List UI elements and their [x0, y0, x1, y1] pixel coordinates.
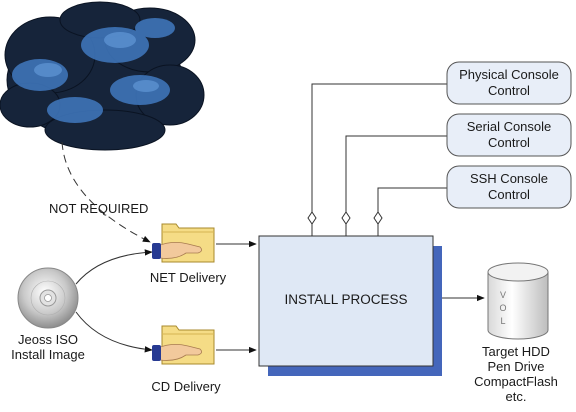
ssh-console-line1: SSH Console — [470, 171, 548, 186]
target-line-etc: etc. — [506, 389, 527, 404]
net-delivery-label: NET Delivery — [150, 270, 227, 285]
hdd-vol-label: V O L — [499, 290, 506, 326]
ssh-console-line2: Control — [488, 187, 530, 202]
physical-console-line2: Control — [488, 83, 530, 98]
physical-console-box — [446, 61, 572, 105]
ssh-console-box — [446, 165, 572, 209]
svg-text:V: V — [500, 290, 506, 300]
cd-delivery-label: CD Delivery — [151, 379, 221, 394]
hdd-cylinder-icon — [487, 262, 549, 340]
iso-label-line1: Jeoss ISO — [18, 332, 78, 347]
serial-console-connector — [345, 135, 447, 236]
ssh-console-connector — [377, 187, 447, 236]
cd-disc-icon — [17, 267, 79, 329]
serial-console-line1: Serial Console — [467, 119, 552, 134]
install-process-label: INSTALL PROCESS — [284, 292, 407, 307]
net-delivery-folder-icon — [152, 223, 215, 263]
target-line-hdd: Target HDD — [482, 344, 550, 359]
physical-console-connector — [311, 83, 447, 236]
iso-label-line2: Install Image — [11, 347, 85, 362]
diamond-markers — [307, 211, 383, 225]
cd-to-net-connector — [75, 249, 153, 285]
serial-console-line2: Control — [488, 135, 530, 150]
target-line-cf: CompactFlash — [474, 374, 558, 389]
not-required-label: NOT REQUIRED — [49, 201, 148, 216]
svg-text:O: O — [499, 303, 506, 313]
physical-console-line1: Physical Console — [459, 67, 559, 82]
storm-cloud-icon — [0, 1, 205, 151]
target-line-pen: Pen Drive — [487, 359, 544, 374]
serial-console-box — [446, 113, 572, 157]
cd-to-cdelivery-connector — [75, 311, 153, 353]
cd-delivery-folder-icon — [152, 325, 215, 365]
cloud-to-net-connector — [61, 141, 151, 243]
install-process-box — [258, 235, 434, 367]
svg-text:L: L — [500, 316, 505, 326]
